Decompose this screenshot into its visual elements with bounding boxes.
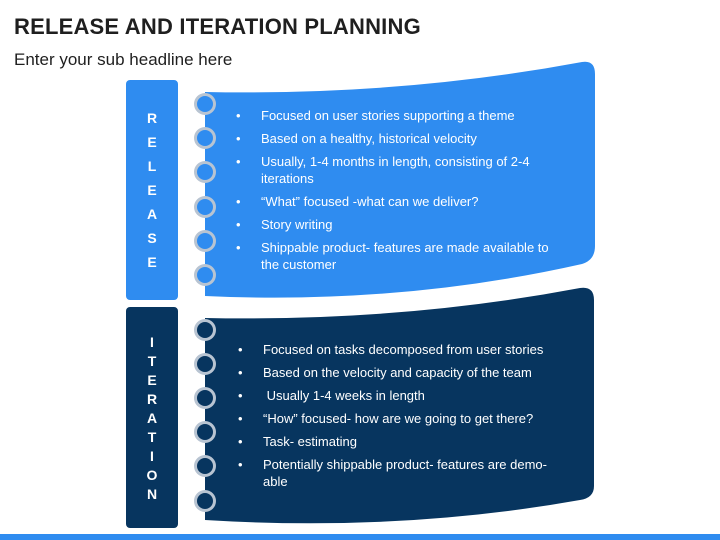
release-letter: E	[147, 254, 157, 270]
release-letter: E	[147, 134, 157, 150]
iteration-ring-hole	[197, 356, 213, 372]
iteration-bullet: Task- estimating	[238, 433, 568, 450]
bottom-accent-bar	[0, 534, 720, 540]
iteration-letter: R	[146, 390, 158, 407]
iteration-bullet-list: Focused on tasks decomposed from user st…	[238, 341, 568, 496]
iteration-letter: I	[150, 333, 154, 350]
release-ring-hole	[197, 96, 213, 112]
iteration-ring-hole	[197, 493, 213, 509]
release-ring-hole	[197, 233, 213, 249]
iteration-letter: A	[146, 409, 158, 426]
release-bullet: Focused on user stories supporting a the…	[236, 107, 566, 124]
iteration-letter: I	[150, 447, 154, 464]
release-bullet: Story writing	[236, 216, 566, 233]
iteration-ring-hole	[197, 424, 213, 440]
iteration-letter: T	[147, 352, 157, 369]
iteration-ring-hole	[197, 458, 213, 474]
release-letter: E	[147, 182, 157, 198]
release-bullet-list: Focused on user stories supporting a the…	[236, 107, 566, 279]
iteration-letter: N	[146, 485, 158, 502]
release-bullet: Based on a healthy, historical velocity	[236, 130, 566, 147]
iteration-letter: O	[146, 466, 158, 483]
iteration-bullet: Focused on tasks decomposed from user st…	[238, 341, 568, 358]
release-bullet: Shippable product- features are made ava…	[236, 239, 566, 273]
release-letter: S	[147, 230, 157, 246]
release-letter: L	[147, 158, 157, 174]
page-title: RELEASE AND ITERATION PLANNING	[14, 14, 421, 39]
iteration-bullet: Potentially shippable product- features …	[238, 456, 568, 490]
page-subtitle: Enter your sub headline here	[14, 50, 233, 69]
iteration-bullet: “How” focused- how are we going to get t…	[238, 410, 568, 427]
iteration-letter: T	[147, 428, 157, 445]
release-ring-hole	[197, 130, 213, 146]
iteration-bullet: Based on the velocity and capacity of th…	[238, 364, 568, 381]
iteration-bullet: Usually 1-4 weeks in length	[238, 387, 568, 404]
release-letter: A	[146, 206, 158, 222]
release-bullet: “What” focused -what can we deliver?	[236, 193, 566, 210]
release-letter: R	[146, 110, 158, 126]
release-ring-hole	[197, 267, 213, 283]
release-side-tab: R E L E A S E	[126, 80, 178, 300]
iteration-letter: E	[147, 371, 157, 388]
release-bullet: Usually, 1-4 months in length, consistin…	[236, 153, 566, 187]
iteration-ring-hole	[197, 322, 213, 338]
iteration-side-tab: I T E R A T I O N	[126, 307, 178, 528]
release-ring-hole	[197, 164, 213, 180]
release-ring-hole	[197, 199, 213, 215]
iteration-ring-hole	[197, 390, 213, 406]
